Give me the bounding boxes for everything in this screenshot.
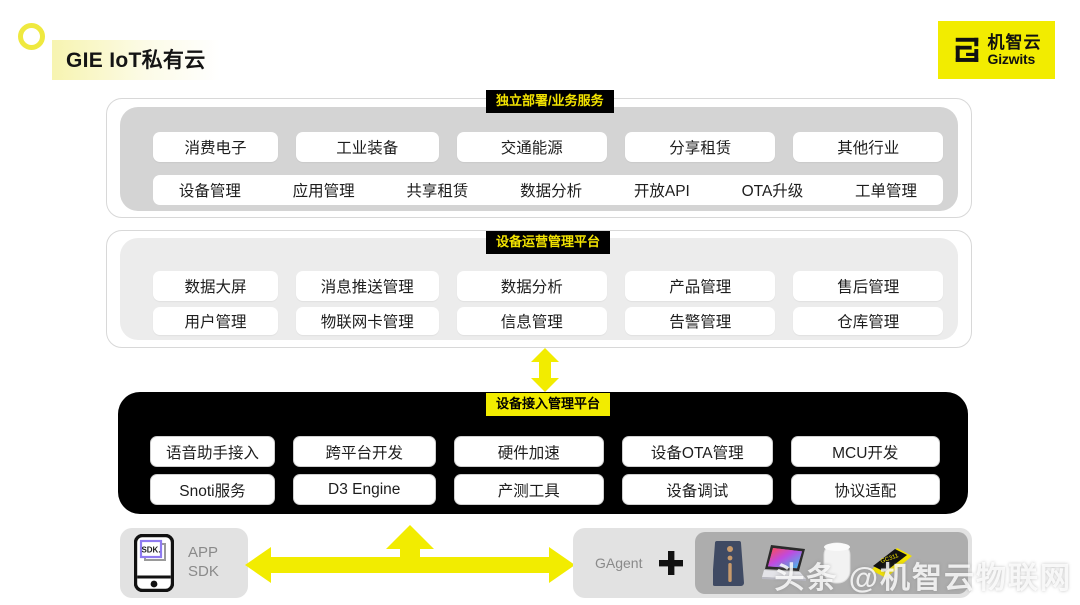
chip-cross-platform-development[interactable]: 跨平台开发 (292, 436, 436, 467)
brand-name-cn: 机智云 (987, 33, 1042, 52)
phone-sdk-icon: SDK. (134, 534, 174, 592)
chip-shared-rental[interactable]: 共享租赁 (406, 183, 469, 200)
section-2-row-1: 数据大屏 消息推送管理 数据分析 产品管理 售后管理 (153, 271, 943, 301)
chip-device-management[interactable]: 设备管理 (178, 183, 241, 200)
chip-industry-industrial-equipment[interactable]: 工业装备 (295, 132, 439, 162)
chip-device-ota-management[interactable]: 设备OTA管理 (622, 436, 773, 467)
app-sdk-card[interactable]: SDK. APP SDK (120, 528, 248, 598)
chip-data-analysis[interactable]: 数据分析 (520, 183, 583, 200)
svg-text:SDK.: SDK. (141, 546, 160, 555)
chip-message-push-management[interactable]: 消息推送管理 (295, 271, 439, 301)
section-2-row-2: 用户管理 物联网卡管理 信息管理 告警管理 仓库管理 (153, 307, 943, 335)
app-sdk-line-1: APP (188, 544, 219, 562)
chip-voice-assistant-access[interactable]: 语音助手接入 (150, 436, 275, 467)
chip-mcu-development[interactable]: MCU开发 (790, 436, 940, 467)
chip-after-sales-management[interactable]: 售后管理 (793, 271, 943, 301)
chip-snoti-service[interactable]: Snoti服务 (150, 474, 275, 505)
chip-user-management[interactable]: 用户管理 (153, 307, 278, 335)
chip-protocol-adaptation[interactable]: 协议适配 (790, 474, 940, 505)
ring-decoration-icon (18, 23, 45, 50)
brand-logo: 机智云 Gizwits (938, 21, 1055, 79)
device-smart-speaker-icon (823, 542, 851, 584)
arrow-vertical-bidirectional-icon (531, 348, 559, 392)
device-module-board-icon: GC311 (871, 548, 912, 578)
chip-iot-card-management[interactable]: 物联网卡管理 (295, 307, 439, 335)
chip-data-dashboard[interactable]: 数据大屏 (153, 271, 278, 301)
app-sdk-label: APP SDK (188, 544, 219, 582)
chip-device-debugging[interactable]: 设备调试 (622, 474, 773, 505)
arrow-horizontal-bidirectional-icon (245, 525, 575, 583)
chip-warehouse-management[interactable]: 仓库管理 (793, 307, 943, 335)
page-title: GIE IoT私有云 (52, 40, 220, 80)
section-3-row-1: 语音助手接入 跨平台开发 硬件加速 设备OTA管理 MCU开发 (150, 436, 940, 467)
page-title-text: GIE IoT私有云 (66, 49, 206, 72)
chip-data-analysis[interactable]: 数据分析 (456, 271, 607, 301)
section-1-row-1: 消费电子 工业装备 交通能源 分享租赁 其他行业 (153, 132, 943, 162)
chip-application-management[interactable]: 应用管理 (292, 183, 355, 200)
chip-information-management[interactable]: 信息管理 (456, 307, 607, 335)
plus-icon (659, 551, 684, 575)
device-showcase-strip: GC311 (695, 532, 968, 594)
chip-work-order-management[interactable]: 工单管理 (855, 183, 918, 200)
chip-industry-transport-energy[interactable]: 交通能源 (456, 132, 607, 162)
badge-independent-deployment: 独立部署/业务服务 (486, 90, 614, 114)
gagent-label: GAgent (595, 555, 643, 571)
app-sdk-line-2: SDK (188, 563, 219, 580)
chip-d3-engine[interactable]: D3 Engine (292, 474, 436, 505)
gizwits-mark-icon (955, 37, 978, 62)
badge-device-access-platform: 设备接入管理平台 (486, 393, 611, 417)
brand-logo-text: 机智云 Gizwits (988, 34, 1042, 66)
chip-product-management[interactable]: 产品管理 (625, 271, 776, 301)
chip-industry-shared-rental[interactable]: 分享租赁 (625, 132, 776, 162)
section-3-row-2: Snoti服务 D3 Engine 产测工具 设备调试 协议适配 (150, 474, 940, 505)
chip-industry-other[interactable]: 其他行业 (793, 132, 943, 162)
section-1-row-2[interactable]: 设备管理 应用管理 共享租赁 数据分析 开放API OTA升级 工单管理 (153, 175, 943, 205)
chip-hardware-acceleration[interactable]: 硬件加速 (453, 436, 605, 467)
chip-open-api[interactable]: 开放API (633, 183, 690, 200)
chip-production-test-tool[interactable]: 产测工具 (453, 474, 605, 505)
device-laptop-icon (762, 545, 806, 581)
chip-ota-upgrade[interactable]: OTA升级 (741, 183, 804, 200)
device-appliance-icon (713, 541, 744, 586)
badge-device-operation-platform: 设备运营管理平台 (486, 231, 611, 255)
brand-name-en: Gizwits (987, 51, 1036, 67)
chip-industry-consumer-electronics[interactable]: 消费电子 (153, 132, 278, 162)
chip-alarm-management[interactable]: 告警管理 (625, 307, 776, 335)
